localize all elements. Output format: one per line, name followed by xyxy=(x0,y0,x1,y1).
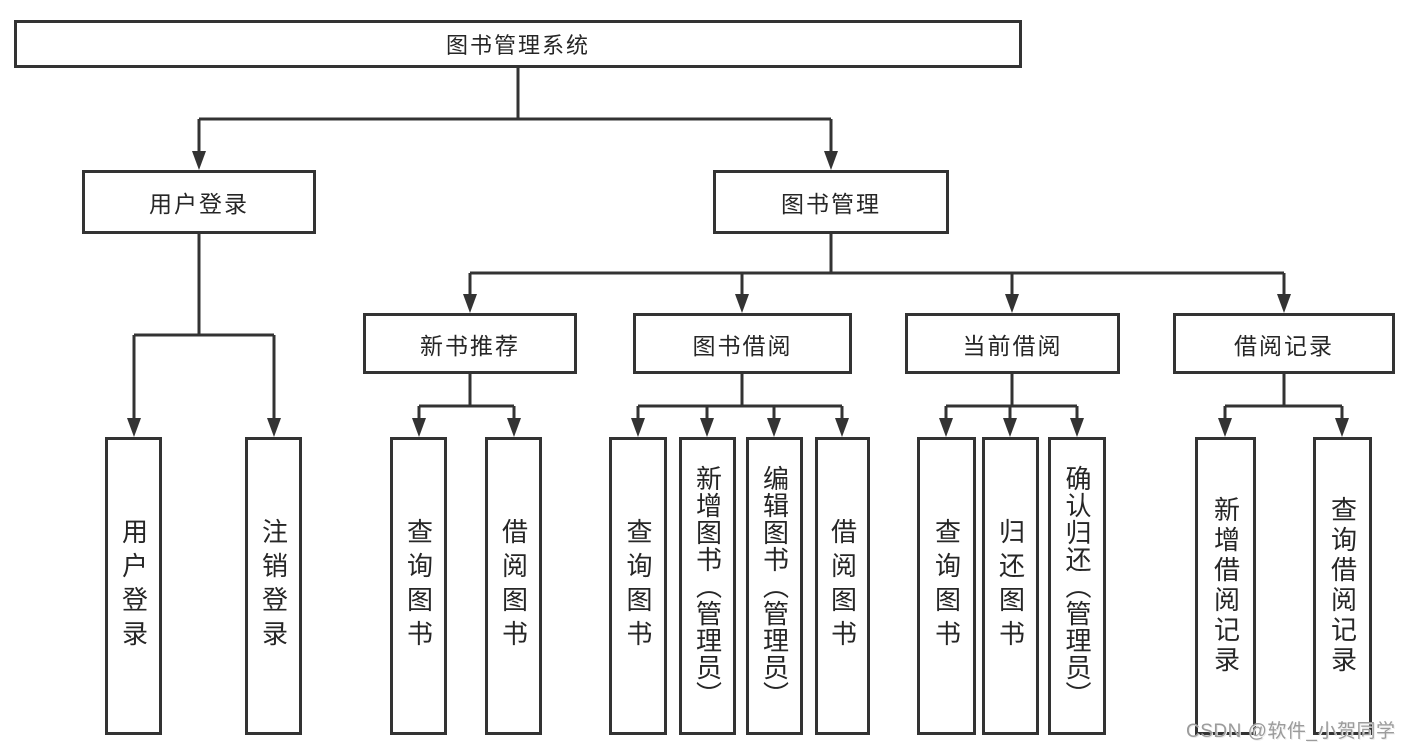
leaf-return-books: 归还图书 xyxy=(982,437,1039,735)
node-current-borrow: 当前借阅 xyxy=(905,313,1120,374)
leaf-add-books-admin: 新增图书（管理员） xyxy=(679,437,736,735)
node-book-management: 图书管理 xyxy=(713,170,949,234)
connector-user-login-branch xyxy=(127,234,281,437)
connector-borrow-record-branch xyxy=(1218,374,1349,437)
node-current-borrow-label: 当前借阅 xyxy=(962,332,1063,359)
leaf-borrow-books-newbook-label: 借阅图书 xyxy=(498,518,529,654)
leaf-borrow-books-borrow: 借阅图书 xyxy=(815,437,870,735)
node-user-login-label: 用户登录 xyxy=(149,191,249,217)
leaf-add-borrow-record: 新增借阅记录 xyxy=(1195,437,1256,735)
leaf-query-books-borrow: 查询图书 xyxy=(609,437,667,735)
node-user-login: 用户登录 xyxy=(82,170,316,234)
leaf-query-borrow-record: 查询借阅记录 xyxy=(1313,437,1372,735)
leaf-query-books-current-label: 查询图书 xyxy=(931,518,962,654)
leaf-logout-login: 注销登录 xyxy=(245,437,302,735)
leaf-add-books-admin-label: 新增图书（管理员） xyxy=(692,464,723,708)
node-book-borrow: 图书借阅 xyxy=(633,313,852,374)
node-root: 图书管理系统 xyxy=(14,20,1022,68)
connector-new-book-branch xyxy=(412,374,521,437)
leaf-edit-books-admin: 编辑图书（管理员） xyxy=(746,437,803,735)
leaf-return-books-label: 归还图书 xyxy=(995,518,1026,654)
node-root-label: 图书管理系统 xyxy=(445,33,590,58)
leaf-query-books-current: 查询图书 xyxy=(917,437,976,735)
leaf-user-login: 用户登录 xyxy=(105,437,162,735)
leaf-confirm-return-admin-label: 确认归还（管理员） xyxy=(1062,464,1092,708)
node-borrow-records: 借阅记录 xyxy=(1173,313,1395,374)
leaf-borrow-books-borrow-label: 借阅图书 xyxy=(827,518,858,654)
csdn-watermark: CSDN @软件_小贺同学 xyxy=(1186,721,1396,742)
leaf-borrow-books-newbook: 借阅图书 xyxy=(485,437,542,735)
connector-root-branch xyxy=(192,68,838,170)
leaf-user-login-label: 用户登录 xyxy=(118,518,149,654)
connector-current-borrow-branch xyxy=(939,374,1084,437)
node-book-borrow-label: 图书借阅 xyxy=(692,332,793,359)
node-book-management-label: 图书管理 xyxy=(781,191,881,217)
node-borrow-records-label: 借阅记录 xyxy=(1234,332,1334,359)
connector-book-mgmt-branch xyxy=(463,234,1291,313)
leaf-edit-books-admin-label: 编辑图书（管理员） xyxy=(759,464,790,708)
leaf-query-books-newbook: 查询图书 xyxy=(390,437,447,735)
node-new-book-recommend: 新书推荐 xyxy=(363,313,577,374)
leaf-logout-login-label: 注销登录 xyxy=(258,518,289,654)
leaf-query-books-newbook-label: 查询图书 xyxy=(403,518,434,654)
node-new-book-recommend-label: 新书推荐 xyxy=(420,332,520,359)
leaf-query-books-borrow-label: 查询图书 xyxy=(623,518,653,654)
connector-book-borrow-branch xyxy=(631,374,849,437)
leaf-confirm-return-admin: 确认归还（管理员） xyxy=(1048,437,1106,735)
leaf-add-borrow-record-label: 新增借阅记录 xyxy=(1210,496,1241,676)
leaf-query-borrow-record-label: 查询借阅记录 xyxy=(1327,496,1358,676)
